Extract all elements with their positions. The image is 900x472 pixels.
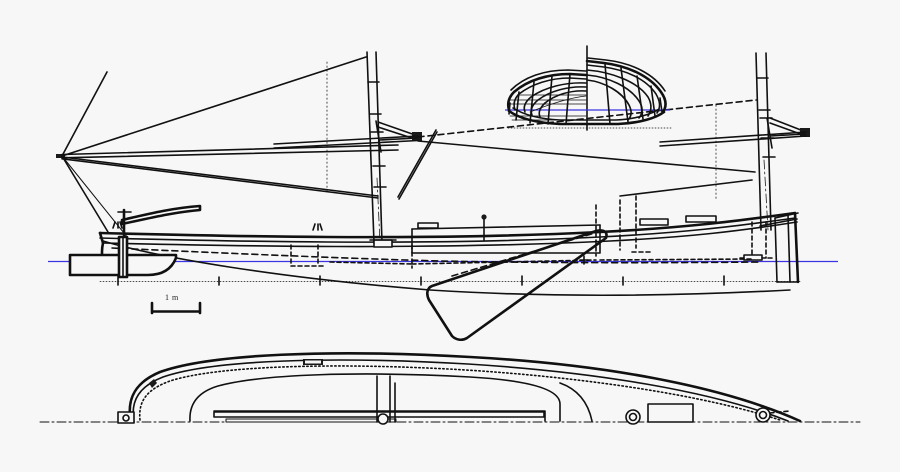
aft-mast-assembly <box>659 52 810 231</box>
bow-edge-fitting <box>149 379 157 388</box>
deck-edge-outer <box>128 352 802 424</box>
aft-stay <box>619 179 753 197</box>
deck-hatch-inner <box>305 360 321 364</box>
deck-fittings <box>112 204 717 254</box>
bow-fitting-hole <box>122 414 130 422</box>
body-plan <box>505 45 673 131</box>
stern-box <box>647 403 694 423</box>
plan-mast-ring-stern <box>755 407 791 423</box>
sail-profile-plan <box>48 51 838 342</box>
thwart-short <box>225 418 397 423</box>
internal-structure <box>290 195 773 269</box>
scale-bar-label: 1 m <box>165 293 179 302</box>
deck-half-breadth-plan <box>39 352 861 425</box>
cabin-inner-outline <box>213 410 546 422</box>
centerboard <box>426 229 608 342</box>
plan-dotted-waterline <box>139 365 781 421</box>
baseline-stations <box>99 275 801 286</box>
body-plan-forward-sections <box>506 69 588 126</box>
mainmast-assembly <box>273 51 422 244</box>
cabin-outline <box>189 373 561 422</box>
plan-transverse-frames <box>376 375 396 425</box>
bowsprit-rigging <box>56 56 399 239</box>
forward-keel-fin <box>68 235 178 279</box>
scale-bar: 1 m <box>150 293 202 315</box>
bowsprit-tip <box>56 154 65 158</box>
cabin-aft-curve <box>559 382 593 422</box>
plan-mast-ring-aft <box>625 409 641 425</box>
body-plan-aft-sections <box>585 57 667 126</box>
body-plan-waterlines <box>508 94 587 121</box>
